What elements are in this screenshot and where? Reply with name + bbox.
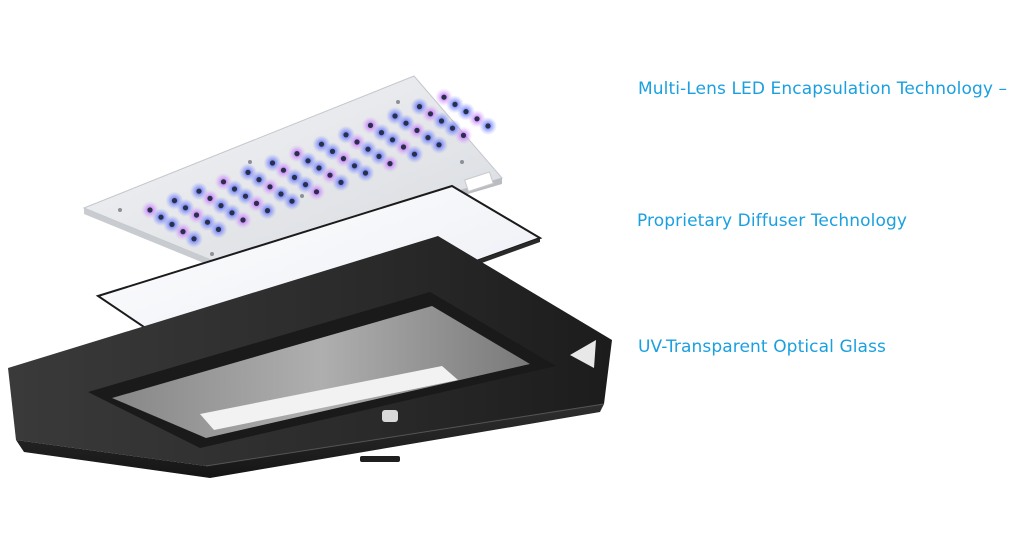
- lamp-housing: [8, 236, 612, 478]
- led-lens: [427, 111, 434, 117]
- led-lens: [354, 139, 360, 145]
- label-multi-lens-led: Multi-Lens LED Encapsulation Technology …: [638, 79, 1008, 99]
- led-lens: [327, 172, 333, 178]
- led-lens: [343, 132, 349, 138]
- led-lens: [229, 210, 235, 216]
- led-lens: [485, 123, 491, 129]
- led-lens: [256, 177, 262, 183]
- led-lens: [403, 120, 409, 126]
- led-lens: [302, 182, 309, 188]
- led-lens: [218, 203, 224, 209]
- led-lens: [147, 207, 153, 213]
- led-lens: [400, 144, 407, 150]
- led-lens: [329, 148, 336, 154]
- label-optical-glass: UV-Transparent Optical Glass: [638, 337, 886, 357]
- led-lens: [264, 208, 271, 214]
- led-lens: [411, 151, 418, 157]
- led-lens: [294, 151, 300, 157]
- led-lens: [367, 122, 374, 128]
- led-lens: [231, 186, 238, 192]
- led-lens: [204, 219, 211, 225]
- led-lens: [362, 170, 369, 176]
- led-lens: [289, 198, 295, 204]
- led-lens: [253, 200, 260, 206]
- led-lens: [158, 214, 164, 220]
- led-lens: [392, 113, 398, 119]
- led-lens: [280, 167, 287, 173]
- led-lens: [449, 125, 456, 131]
- led-lens: [416, 104, 423, 110]
- led-lens: [242, 193, 249, 199]
- led-lens: [474, 116, 480, 122]
- led-lens: [169, 221, 175, 227]
- led-lens: [438, 118, 445, 124]
- led-lens: [207, 195, 213, 201]
- led-lens: [313, 189, 320, 195]
- led-lens: [463, 109, 469, 115]
- led-lens: [278, 191, 284, 197]
- led-lens: [436, 142, 442, 148]
- led-lens: [316, 165, 322, 171]
- led-lens: [245, 169, 251, 175]
- led-lens: [340, 156, 347, 162]
- led-lens: [351, 163, 358, 169]
- led-lens: [171, 198, 178, 204]
- led-array: [141, 88, 497, 248]
- led-lens: [193, 212, 200, 218]
- led-lens: [180, 229, 186, 235]
- exploded-lamp-illustration: [8, 75, 612, 478]
- led-lens: [240, 217, 246, 223]
- led-lens: [365, 146, 371, 152]
- led-lens: [305, 158, 311, 164]
- led-lens: [414, 127, 420, 133]
- led-lens: [376, 153, 382, 159]
- led-lens: [191, 236, 197, 242]
- led-lens: [460, 132, 467, 138]
- led-lens: [196, 188, 202, 194]
- led-lens: [389, 137, 396, 143]
- led-lens: [220, 179, 227, 185]
- led-lens: [387, 161, 393, 167]
- led-lens: [425, 135, 431, 141]
- led-lens: [452, 101, 458, 107]
- led-lens: [318, 141, 325, 147]
- led-lens: [338, 179, 344, 185]
- led-lens: [378, 130, 385, 136]
- led-lens: [182, 205, 189, 211]
- led-lens: [267, 184, 273, 190]
- led-lens: [269, 160, 276, 166]
- led-lens: [291, 174, 298, 180]
- led-lens: [215, 226, 222, 232]
- label-diffuser-technology: Proprietary Diffuser Technology: [637, 211, 908, 231]
- led-lens: [441, 94, 447, 100]
